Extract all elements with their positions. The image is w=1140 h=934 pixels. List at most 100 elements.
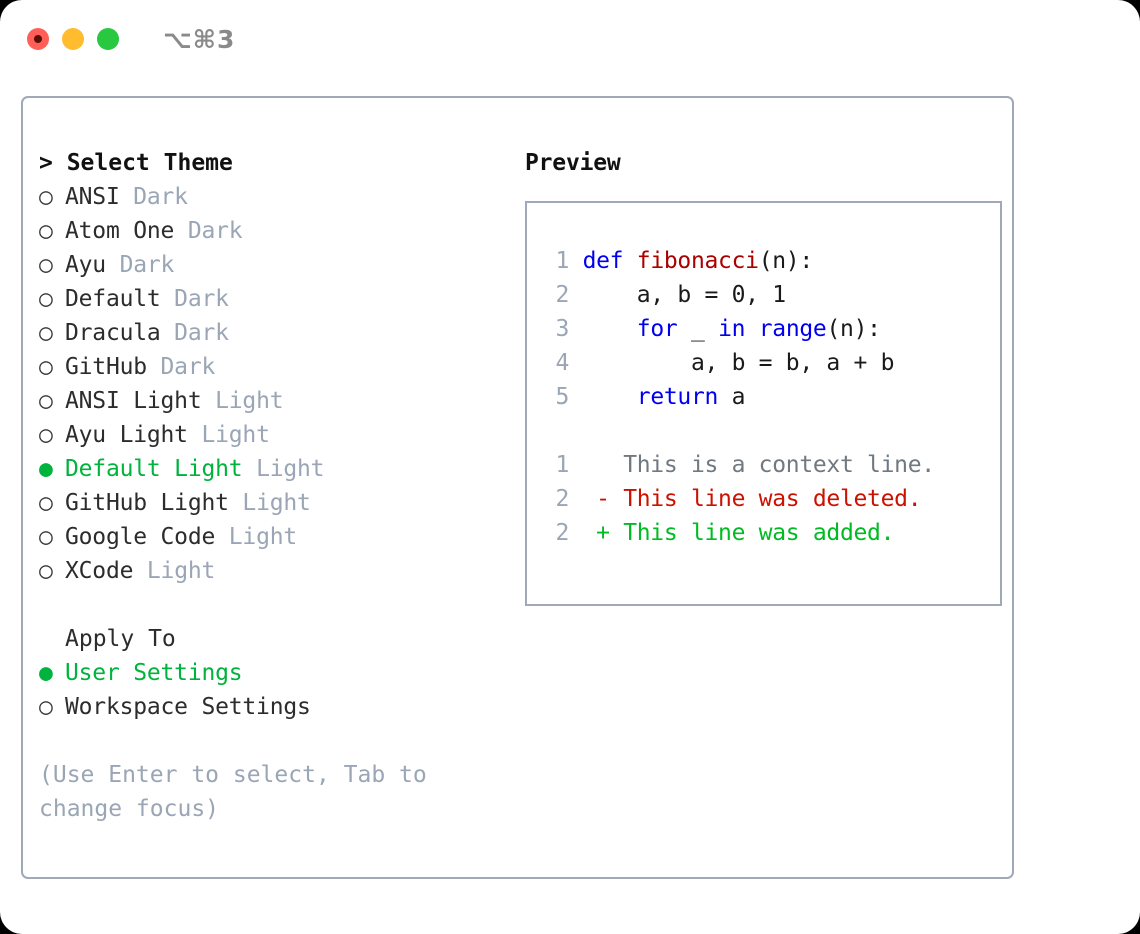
radio-unselected-icon: ○	[39, 184, 53, 210]
theme-option-label: XCode	[65, 558, 134, 584]
radio-unselected-icon: ○	[39, 354, 53, 380]
theme-option-label: Default Light	[65, 456, 243, 482]
code-line: 3 for _ in range(n):	[527, 312, 1000, 346]
preview-title: Preview	[525, 150, 621, 176]
theme-variant-badge: Dark	[146, 354, 216, 380]
code-token	[583, 316, 637, 342]
code-token: a	[718, 384, 746, 410]
theme-selection-column: > Select Theme ○ANSI Dark○Atom One Dark○…	[23, 98, 503, 877]
code-token: a, b = b, a + b	[582, 350, 895, 376]
close-window-button[interactable]	[27, 28, 49, 50]
apply-to-option-label: Workspace Settings	[65, 694, 311, 720]
traffic-lights	[27, 28, 119, 50]
radio-unselected-icon: ○	[39, 422, 53, 448]
title-bar: ⌥⌘3	[0, 0, 1140, 78]
theme-variant-badge: Light	[187, 422, 270, 448]
line-number: 2	[555, 282, 569, 308]
theme-option-row[interactable]: ●Default Light Light	[39, 452, 503, 486]
theme-option-label: Dracula	[65, 320, 161, 346]
radio-selected-icon: ●	[39, 660, 53, 686]
theme-option-label: Default	[65, 286, 161, 312]
theme-option-row[interactable]: ○ Dracula Dark	[39, 316, 503, 350]
radio-unselected-icon: ○	[39, 252, 53, 278]
theme-variant-badge: Light	[201, 388, 284, 414]
diff-text: This is a context line.	[609, 452, 935, 478]
diff-sign: +	[569, 520, 610, 546]
theme-option-row[interactable]: ○Google Code Light	[39, 520, 503, 554]
theme-option-row[interactable]: ○GitHub Light Light	[39, 486, 503, 520]
code-line: 5 return a	[527, 380, 1000, 414]
theme-variant-badge: Dark	[174, 218, 243, 244]
theme-option-row[interactable]: ○Atom One Dark	[39, 214, 503, 248]
line-gutter-space	[569, 316, 583, 342]
apply-to-option-label: User Settings	[65, 660, 243, 686]
theme-option-row[interactable]: ○ Ayu Light Light	[39, 418, 503, 452]
code-token: (n):	[826, 316, 881, 342]
code-token: a, b = 0, 1	[582, 282, 786, 308]
theme-option-label: Google Code	[65, 524, 216, 550]
diff-text: This line was deleted.	[609, 486, 922, 512]
theme-option-row[interactable]: ○Default Dark	[39, 282, 503, 316]
theme-option-row[interactable]: ○ XCode Light	[39, 554, 503, 588]
code-token: _	[677, 316, 719, 342]
theme-option-row[interactable]: ○ANSI Dark	[39, 180, 503, 214]
theme-variant-badge: Dark	[105, 252, 175, 278]
theme-option-label: ANSI Light	[65, 388, 202, 414]
diff-sample: 1 This is a context line.2 - This line w…	[527, 448, 1000, 550]
radio-unselected-icon: ○	[39, 218, 53, 244]
theme-picker-panel: > Select Theme ○ANSI Dark○Atom One Dark○…	[21, 96, 1014, 879]
minimize-window-button[interactable]	[62, 28, 84, 50]
theme-variant-badge: Dark	[160, 320, 229, 346]
line-gutter-space	[569, 384, 583, 410]
theme-option-label: GitHub Light	[65, 490, 229, 516]
code-token: for	[636, 316, 678, 342]
apply-to-option-list: ● User Settings ○ Workspace Settings	[39, 656, 503, 724]
code-line: 2 a, b = 0, 1	[527, 278, 1000, 312]
keyboard-hint-text: (Use Enter to select, Tab to change focu…	[39, 762, 427, 822]
maximize-window-button[interactable]	[97, 28, 119, 50]
code-token: return	[636, 384, 719, 410]
theme-option-row[interactable]: ○ ANSI Light Light	[39, 384, 503, 418]
line-number: 4	[555, 350, 569, 376]
code-diff-separator	[527, 414, 1000, 448]
theme-variant-badge: Dark	[119, 184, 188, 210]
apply-to-header: Apply To	[65, 626, 176, 652]
code-line: 1 def fibonacci(n):	[527, 244, 1000, 278]
diff-line: 2 + This line was added.	[527, 516, 1000, 550]
radio-unselected-icon: ○	[39, 320, 53, 346]
diff-text: This line was added.	[609, 520, 895, 546]
theme-option-list: ○ANSI Dark○Atom One Dark○Ayu Dark○Defaul…	[39, 180, 503, 588]
radio-unselected-icon: ○	[39, 558, 53, 584]
apply-to-option-row[interactable]: ○ Workspace Settings	[39, 690, 503, 724]
code-token: (n):	[758, 248, 814, 274]
code-token: def	[582, 248, 637, 274]
theme-variant-badge: Light	[215, 524, 298, 550]
theme-option-row[interactable]: ○ Ayu Dark	[39, 248, 503, 282]
radio-selected-icon: ●	[39, 456, 53, 482]
diff-line: 2 - This line was deleted.	[527, 482, 1000, 516]
line-number: 2	[555, 520, 569, 546]
preview-column: Preview 1 def fibonacci(n):2 a, b = 0, 1…	[503, 98, 1012, 877]
apply-to-option-row[interactable]: ● User Settings	[39, 656, 503, 690]
theme-option-label: Ayu	[65, 252, 106, 278]
theme-option-row[interactable]: ○GitHub Dark	[39, 350, 503, 384]
select-theme-header: > Select Theme	[39, 150, 233, 176]
diff-sign	[569, 452, 610, 478]
code-token: in range	[718, 316, 827, 342]
diff-sign: -	[569, 486, 610, 512]
radio-unselected-icon: ○	[39, 694, 53, 720]
theme-option-label: Ayu Light	[65, 422, 188, 448]
diff-line: 1 This is a context line.	[527, 448, 1000, 482]
radio-unselected-icon: ○	[39, 490, 53, 516]
line-number: 2	[555, 486, 569, 512]
line-gutter-space	[569, 350, 583, 376]
line-number: 1	[555, 248, 569, 274]
theme-variant-badge: Light	[133, 558, 216, 584]
radio-unselected-icon: ○	[39, 388, 53, 414]
line-gutter-space	[569, 248, 583, 274]
line-number: 3	[555, 316, 569, 342]
line-gutter-space	[569, 282, 583, 308]
